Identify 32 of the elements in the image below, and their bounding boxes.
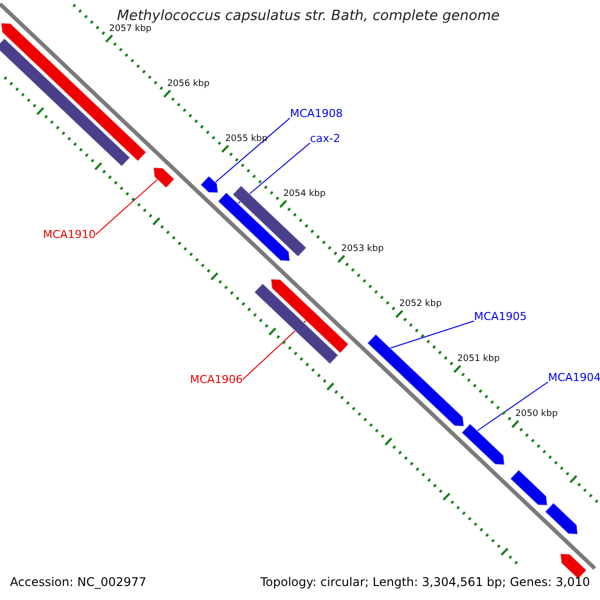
leader-line — [242, 320, 307, 380]
title: Methylococcus capsulatus str. Bath, complete genome — [117, 9, 500, 23]
scale-label: 2053 kbp — [341, 244, 384, 254]
feature-bar — [0, 38, 131, 167]
scale-label: 2056 kbp — [167, 80, 210, 89]
leader-line — [476, 382, 548, 432]
gene-label: MCA1906 — [190, 374, 243, 385]
gene-feature — [461, 423, 505, 466]
genome-info-text: Topology: circular; Length: 3,304,561 bp; Genes: 3,010 — [260, 576, 590, 588]
gene-feature — [510, 469, 548, 506]
gene-feature — [200, 175, 218, 194]
scale-label: 2055 kbp — [225, 134, 268, 144]
accession-text: Accession: NC_002977 — [10, 576, 146, 588]
leader-line — [214, 118, 290, 183]
scale-label: 2054 kbp — [283, 190, 326, 199]
gene-feature — [152, 167, 175, 188]
scale-label: 2057 kbp — [109, 24, 152, 34]
gene-label: MCA1904 — [548, 372, 600, 383]
gene-label: cax-2 — [310, 133, 340, 144]
gene-feature — [270, 278, 350, 354]
leader-line — [237, 142, 310, 204]
gene-feature — [544, 502, 578, 535]
gene-label: MCA1908 — [290, 108, 343, 119]
scale-label: 2050 kbp — [515, 410, 558, 420]
leader-line — [390, 320, 474, 349]
feature-bar — [254, 282, 339, 365]
scale-label: 2051 kbp — [457, 355, 500, 364]
gene-label: MCA1910 — [43, 229, 96, 240]
feature-bar — [232, 185, 307, 258]
gene-label: MCA1905 — [474, 311, 527, 322]
scale-label: 2052 kbp — [399, 300, 442, 309]
leader-line — [95, 179, 158, 235]
